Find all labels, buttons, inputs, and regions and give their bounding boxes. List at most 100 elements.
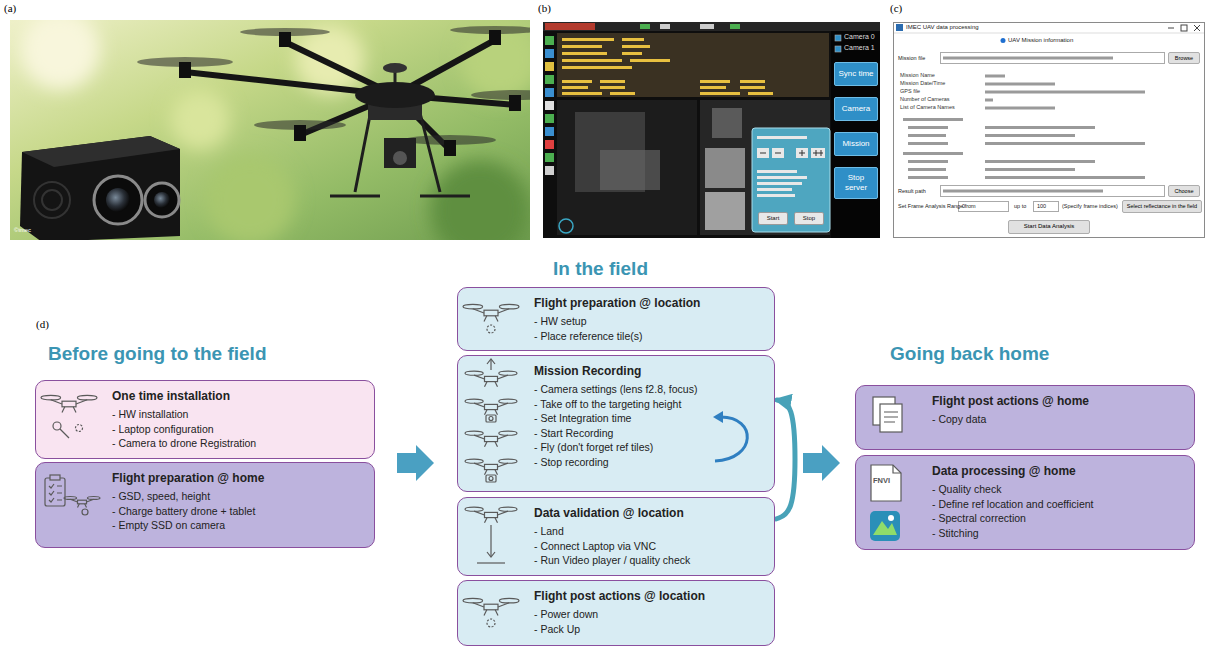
hyperspectral-camera-part <box>22 136 180 167</box>
toolbar <box>545 36 554 175</box>
box-heading: Data validation @ location <box>534 505 764 521</box>
side-column <box>831 31 880 238</box>
box-heading: Data processing @ home <box>932 463 1184 479</box>
motors-part <box>489 30 501 45</box>
drone-photo <box>10 20 530 240</box>
drone-arms <box>185 40 515 150</box>
icon-drawing <box>45 475 100 515</box>
status-text-bars-part <box>562 59 622 62</box>
button-label: Camera <box>842 104 870 114</box>
ui-button: Select reflectance in the field <box>1122 200 1202 213</box>
status-text-bars-part <box>748 92 773 95</box>
ui-button: Start <box>758 212 788 225</box>
info-label: Mission Date/Time <box>900 80 945 87</box>
status-text-bars-part <box>562 52 607 55</box>
field-label: up to <box>1014 203 1026 210</box>
propellers-part <box>471 90 530 100</box>
watermark: ©imec <box>14 227 31 234</box>
box-heading: Mission Recording <box>534 363 764 379</box>
status-text-bars-part <box>562 66 632 69</box>
popup-symbols <box>760 150 823 156</box>
button-label: Select reflectance in the field <box>1127 203 1197 210</box>
column-heading: Before going to the field <box>48 343 267 366</box>
info-value-bars-part <box>908 160 948 163</box>
panel-letter: (d) <box>36 318 49 331</box>
bullet-item: - GSD, speed, height <box>112 489 364 504</box>
process-box: Mission Recording - Camera settings (lens… <box>457 355 775 492</box>
input-value: 100 <box>1037 203 1046 210</box>
bokeh-part <box>170 90 230 150</box>
icon-drawing <box>41 395 97 438</box>
bokeh-part <box>205 155 295 240</box>
toolbar-part <box>545 140 554 149</box>
motors-part <box>294 125 306 141</box>
status-text-bars-part <box>740 86 765 89</box>
info-value-bars-part <box>908 142 948 145</box>
info-value-bars-part <box>908 168 946 171</box>
popup-controls-part <box>757 188 792 191</box>
toolbar-part <box>545 101 554 110</box>
hyperspectral-camera <box>20 136 180 240</box>
status-text-bars-part <box>622 45 650 48</box>
motors-part <box>179 62 191 78</box>
popup-controls-part <box>772 148 784 158</box>
popup-symbols-part <box>760 153 766 154</box>
toolbar-part <box>545 153 554 162</box>
software-window-part <box>1168 28 1174 29</box>
gimbal-lens <box>393 151 407 165</box>
software-window-part <box>1001 38 1006 43</box>
app-screenshot-part <box>705 192 745 230</box>
popup-controls-part <box>757 170 797 173</box>
hyperspectral-camera-part <box>34 182 70 218</box>
info-value-bars-part <box>985 91 1145 94</box>
box-heading: Flight post actions @ home <box>932 393 1184 409</box>
icon-drawing <box>873 397 902 432</box>
bullet-item: - Run Video player / quality check <box>534 553 764 568</box>
bullet-item: - Stitching <box>932 526 1184 541</box>
box-heading: Flight post actions @ location <box>534 588 764 604</box>
hyperspectral-camera-part <box>20 136 180 240</box>
bullet-item: - HW setup <box>534 314 764 329</box>
process-box: One time installation- HW installation- … <box>35 380 375 459</box>
motors-part <box>444 140 456 156</box>
software-window <box>894 23 1205 238</box>
app-screenshot-part <box>712 108 742 138</box>
field-label: Mission file <box>898 55 925 62</box>
info-value-bars-part <box>985 99 993 102</box>
status-text-bars-part <box>600 86 625 89</box>
propellers <box>137 26 530 145</box>
field-label: (Specify frame indices) <box>1062 203 1118 210</box>
popup-controls-part <box>757 194 795 197</box>
status-text-bars-part <box>622 38 644 41</box>
button-label: Browse <box>1175 55 1193 62</box>
status-text-bars-part <box>622 52 642 55</box>
bullet-item: - Charge battery drone + tablet <box>112 504 364 519</box>
recording-popup <box>752 128 830 232</box>
column-heading: Going back home <box>890 343 1049 366</box>
app-screenshot-part <box>559 219 573 233</box>
software-window-part <box>943 190 1103 193</box>
status-panel <box>557 33 829 97</box>
app-screenshot-part <box>543 22 880 238</box>
ui-button: Sync time <box>834 62 878 86</box>
app-screenshot-part <box>600 150 660 190</box>
ui-button: Mission <box>834 132 878 156</box>
hyperspectral-camera-part <box>145 183 179 217</box>
panel-letter: (b) <box>538 2 551 15</box>
hyperspectral-camera-part <box>106 188 130 212</box>
bullet-item: - Start Recording <box>534 426 764 441</box>
app-screenshot-part <box>640 24 650 29</box>
process-box: Data processing @ home- Quality check- D… <box>855 455 1195 550</box>
popup-symbols-part <box>802 150 803 156</box>
gimbal <box>384 138 416 168</box>
preview-left <box>557 100 697 235</box>
hyperspectral-camera-part <box>94 176 142 224</box>
icon-drawing <box>465 359 517 482</box>
button-label: Sync time <box>838 69 873 79</box>
bullet-item: - Camera settings (lens f2.8, focus) <box>534 382 764 397</box>
status-text-bars-part <box>700 86 726 89</box>
process-box: Flight preparation @ home- GSD, speed, h… <box>35 462 375 548</box>
column-arrows-part <box>803 445 840 481</box>
software-window-part <box>1194 25 1200 31</box>
